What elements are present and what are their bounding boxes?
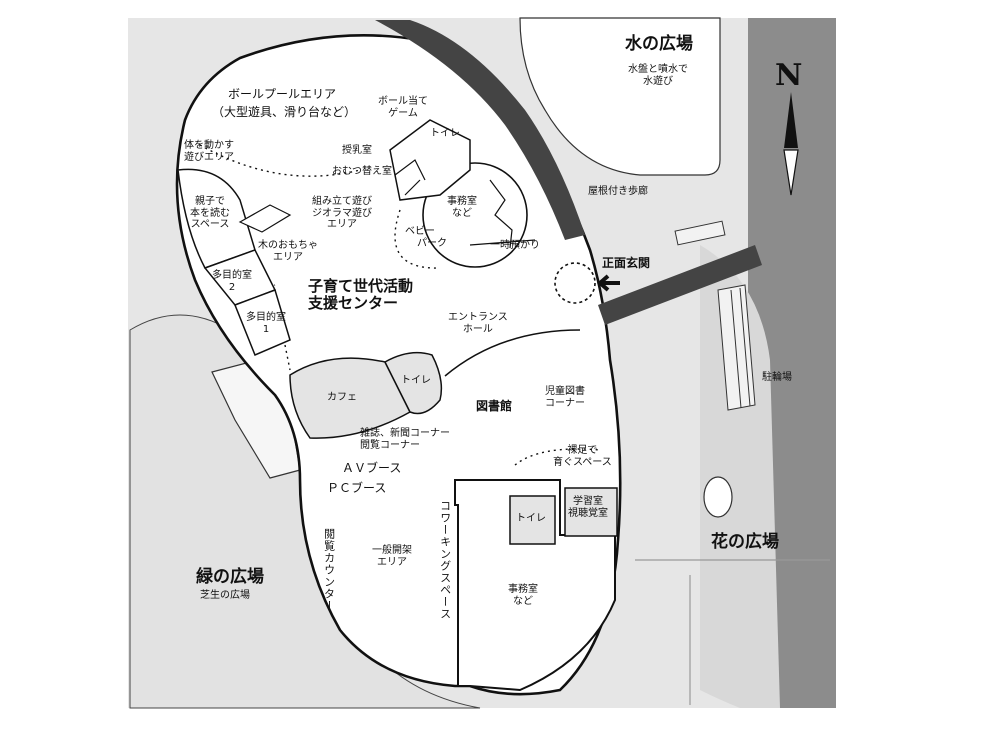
office-circle (422, 162, 528, 268)
diorama-label: 組み立て遊びジオラマ遊びエリア (312, 196, 372, 230)
cafe-label: カフェ (327, 392, 357, 403)
entrance-circle (554, 262, 596, 304)
water-sub-label: 水盤と噴水で水遊び (628, 64, 688, 87)
covered-walk-label: 屋根付き歩廊 (588, 186, 648, 197)
study-room (564, 487, 618, 537)
barefoot-label: 裸足で育ぐスペース (553, 445, 612, 468)
bike-parking-label: 駐輪場 (762, 372, 792, 383)
toilet-top-block (389, 119, 471, 201)
green-plaza-label: 緑の広場 (196, 567, 264, 587)
office-low-block (454, 479, 616, 692)
lawn-plaza-label: 芝生の広場 (200, 590, 250, 601)
diaper-label: おむつ替え室 (332, 166, 392, 177)
reading-counter-label: 閲覧カウンター (322, 528, 336, 612)
coworking-label: コワーキングスペース (438, 500, 452, 620)
compass-north-label: N (775, 58, 803, 93)
library-label: 図書館 (476, 399, 513, 413)
entrance-arrow-icon (596, 274, 620, 292)
ballpool-title: ボールプールエリア (228, 87, 337, 101)
temp-care-line (469, 239, 536, 246)
covered-walkway (375, 20, 585, 240)
cafe-room (289, 357, 411, 439)
av-booth-label: ＡＶブース (342, 461, 402, 475)
office-top-label: 事務室など (447, 196, 477, 219)
magazine-label: 雑誌、新聞コーナー閲覧コーナー (360, 428, 450, 451)
main-entrance-label: 正面玄関 (602, 256, 651, 270)
move-play-label: 体を動かす遊びエリア (184, 140, 234, 163)
center-title: 子育て世代活動支援センター (308, 277, 414, 313)
ballgame-label: ボール当てゲーム (378, 96, 428, 119)
nursing-label: 授乳室 (342, 145, 372, 156)
toilet-mid-label: トイレ (401, 375, 431, 386)
water-plaza-shape (519, 17, 721, 176)
entrance-bar (598, 245, 762, 325)
toilet-low-label: トイレ (516, 513, 546, 524)
general-stacks-label: 一般開架エリア (372, 545, 412, 568)
east-lot (700, 245, 780, 708)
bench-shape (674, 220, 726, 246)
reading-label: 親子で本を読むスペース (190, 196, 230, 230)
ballpool-dotted-line (199, 144, 361, 177)
bike-parking-stripes (717, 284, 756, 411)
children-books-label: 児童図書コーナー (545, 386, 585, 409)
flower-plaza-label: 花の広場 (711, 532, 779, 552)
cafe-dotted-line (284, 344, 291, 371)
entrance-hall-label: エントランスホール (448, 312, 508, 335)
wood-toys-label: 木のおもちゃエリア (258, 240, 318, 263)
toilet-low-room (509, 495, 556, 545)
toilet-top-label: トイレ (430, 128, 460, 139)
study-label: 学習室視聴覚室 (568, 496, 608, 519)
entrance-hall-line (444, 329, 581, 377)
flower-plaza-circle (703, 476, 733, 518)
toilet-top-details (394, 159, 426, 196)
barefoot-dotted-line (514, 448, 601, 466)
office-low-label: 事務室など (508, 584, 538, 607)
babypark-dotted-line (394, 209, 441, 269)
water-plaza-label: 水の広場 (625, 34, 693, 54)
multi-room-1 (234, 289, 291, 356)
pc-booth-label: ＰＣブース (327, 481, 387, 495)
office-inner-line (489, 179, 513, 249)
compass-arrow-icon (783, 92, 799, 196)
temp-care-label: 一時預かり (490, 240, 540, 251)
toilet-mid-room (384, 351, 443, 415)
baby-park-label: ベビーパーク (405, 226, 447, 249)
stairs-shape (238, 204, 292, 233)
ballpool-sub: （大型遊具、滑り台など） (212, 105, 357, 119)
